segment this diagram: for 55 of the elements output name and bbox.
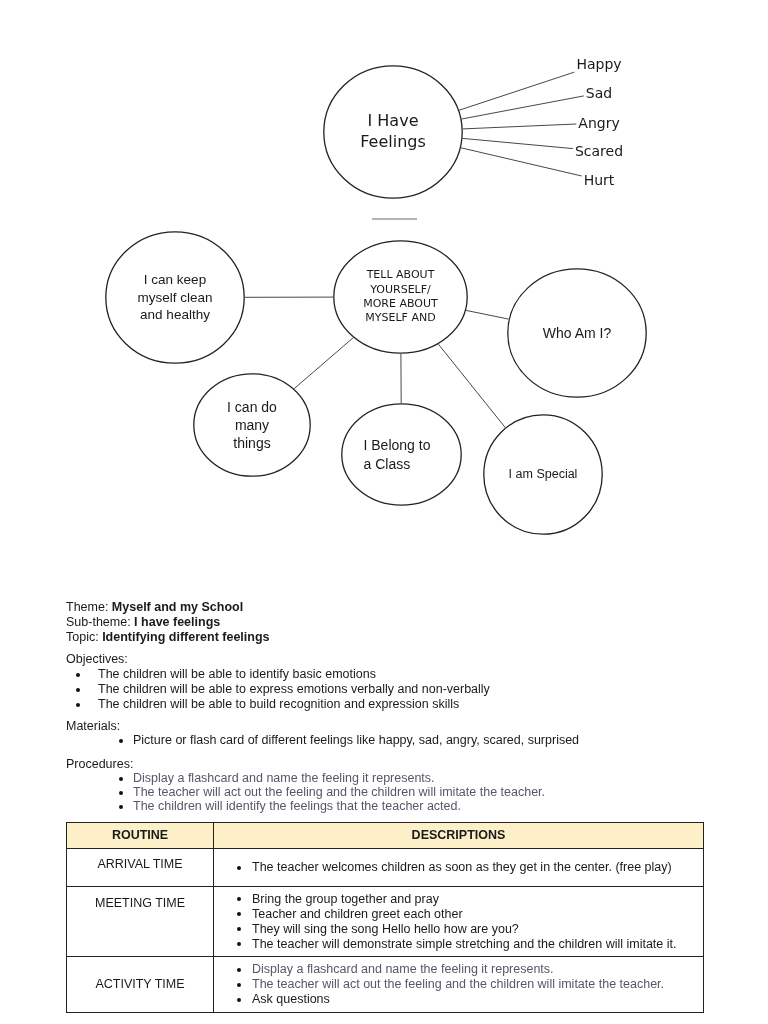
connector-line	[465, 309, 510, 320]
topic-line: Topic: Identifying different feelings	[66, 630, 270, 645]
bullet-item: They will sing the song Hello hello how are you?	[252, 921, 519, 937]
connector-line	[244, 296, 334, 298]
bullet-item: Display a flashcard and name the feeling it represents.	[252, 962, 554, 977]
column-header: DESCRIPTIONS	[411, 828, 506, 843]
feeling-label: Angry	[578, 114, 620, 132]
circle-label: I can do many things	[226, 397, 278, 453]
bullet-item: The children will identify the feelings that the teacher acted.	[133, 799, 461, 814]
subtopic-circle	[105, 231, 245, 364]
circle-label: I am Special	[508, 466, 578, 483]
connector-line	[400, 353, 402, 404]
bullet-item: The teacher will demonstrate simple stretching and the children will imitate it.	[252, 936, 677, 952]
topic-circle	[333, 240, 468, 354]
feeling-label: Happy	[576, 55, 622, 73]
topic-circle	[323, 65, 463, 199]
connector-line	[437, 343, 506, 428]
section-heading: Materials:	[66, 719, 121, 734]
circle-label: I Have Feelings	[359, 111, 427, 153]
bullet-item: The children will be able to identify basic emotions	[98, 667, 376, 682]
section-heading: Objectives:	[66, 652, 128, 667]
feeling-label: Sad	[585, 84, 613, 102]
bullet-item: Picture or flash card of different feelings like happy, sad, angry, scared, surprised	[133, 733, 580, 748]
routine-name: ARRIVAL TIME	[97, 857, 183, 872]
subtopic-circle	[193, 373, 311, 477]
bullet-item: The teacher will act out the feeling and the children will imitate the teacher.	[133, 785, 546, 800]
subtheme-line: Sub-theme: I have feelings	[66, 615, 221, 630]
bullet-item: The children will be able to express emotions verbally and non-verbally	[98, 682, 490, 697]
connector-line	[458, 71, 575, 111]
section-heading: Procedures:	[66, 757, 134, 772]
subtopic-circle	[483, 414, 603, 535]
subtopic-circle	[507, 268, 647, 398]
bullet-item: The children will be able to build recognition and expression skills	[98, 697, 460, 712]
circle-label: I Belong to a Class	[363, 436, 432, 473]
bullet-item: Ask questions	[252, 992, 330, 1007]
column-header: ROUTINE	[111, 828, 169, 843]
connector-line	[293, 337, 354, 390]
bullet-item: The teacher will act out the feeling and the children will imitate the teacher.	[252, 977, 665, 992]
bullet-item: Teacher and children greet each other	[252, 906, 463, 922]
bullet-item: The teacher welcomes children as soon as they get in the center. (free play)	[252, 860, 672, 875]
theme-line: Theme: Myself and my School	[66, 600, 244, 615]
connector-line	[462, 137, 574, 150]
circle-label: I can keep myself clean and healthy	[136, 271, 214, 324]
feeling-label: Scared	[574, 142, 624, 160]
bullet-item: Bring the group together and pray	[252, 891, 439, 907]
connector-line	[462, 123, 577, 130]
bullet-item: Display a flashcard and name the feeling it represents.	[133, 771, 435, 786]
circle-label: TELL ABOUT YOURSELF/ MORE ABOUT MYSELF AND	[362, 268, 439, 326]
connector-line	[461, 95, 585, 120]
routine-name: ACTIVITY TIME	[95, 977, 185, 992]
connector-line	[460, 147, 583, 177]
routine-name: MEETING TIME	[94, 896, 186, 911]
feeling-label: Hurt	[583, 171, 615, 189]
subtopic-circle	[341, 403, 462, 506]
circle-label: Who Am I?	[542, 323, 612, 343]
